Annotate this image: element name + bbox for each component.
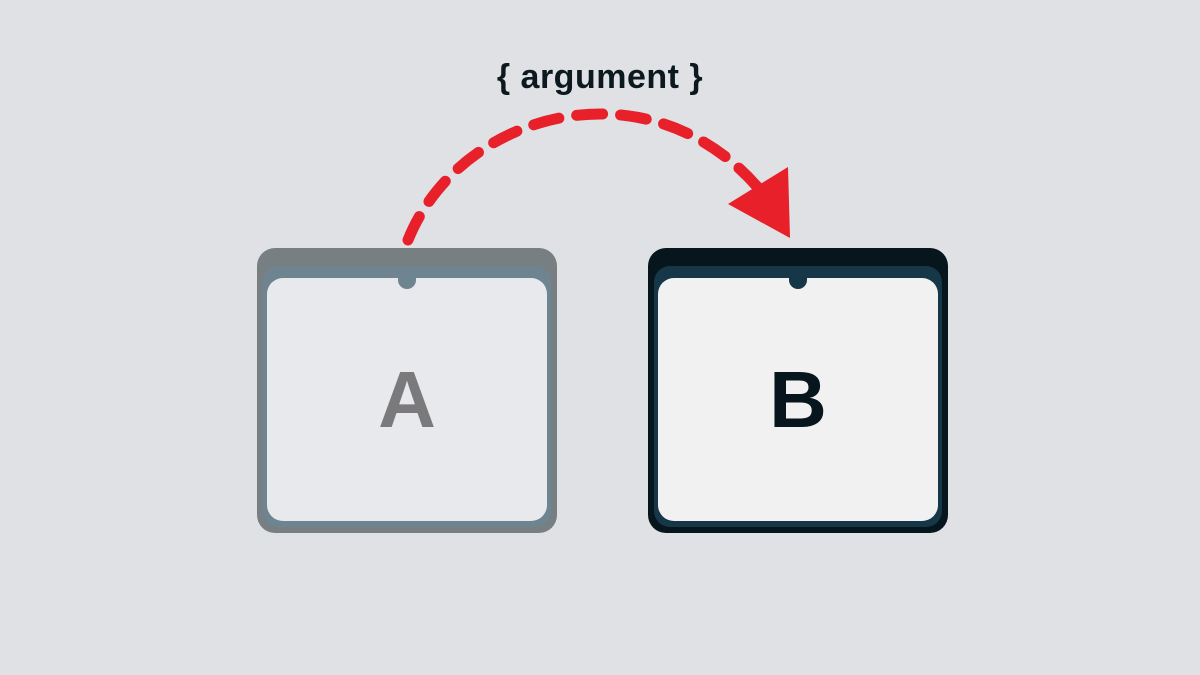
component-b-port (789, 275, 807, 289)
dashed-arc (402, 108, 766, 246)
argument-label: { argument } (496, 58, 704, 96)
component-a-port (398, 275, 416, 289)
arrowhead (728, 167, 790, 238)
component-a-face: A (267, 278, 547, 521)
component-a: A (257, 248, 557, 533)
component-b: B (648, 248, 948, 533)
component-a-label: A (378, 354, 436, 444)
component-b-label: B (769, 354, 827, 444)
component-b-face: B (658, 278, 938, 521)
